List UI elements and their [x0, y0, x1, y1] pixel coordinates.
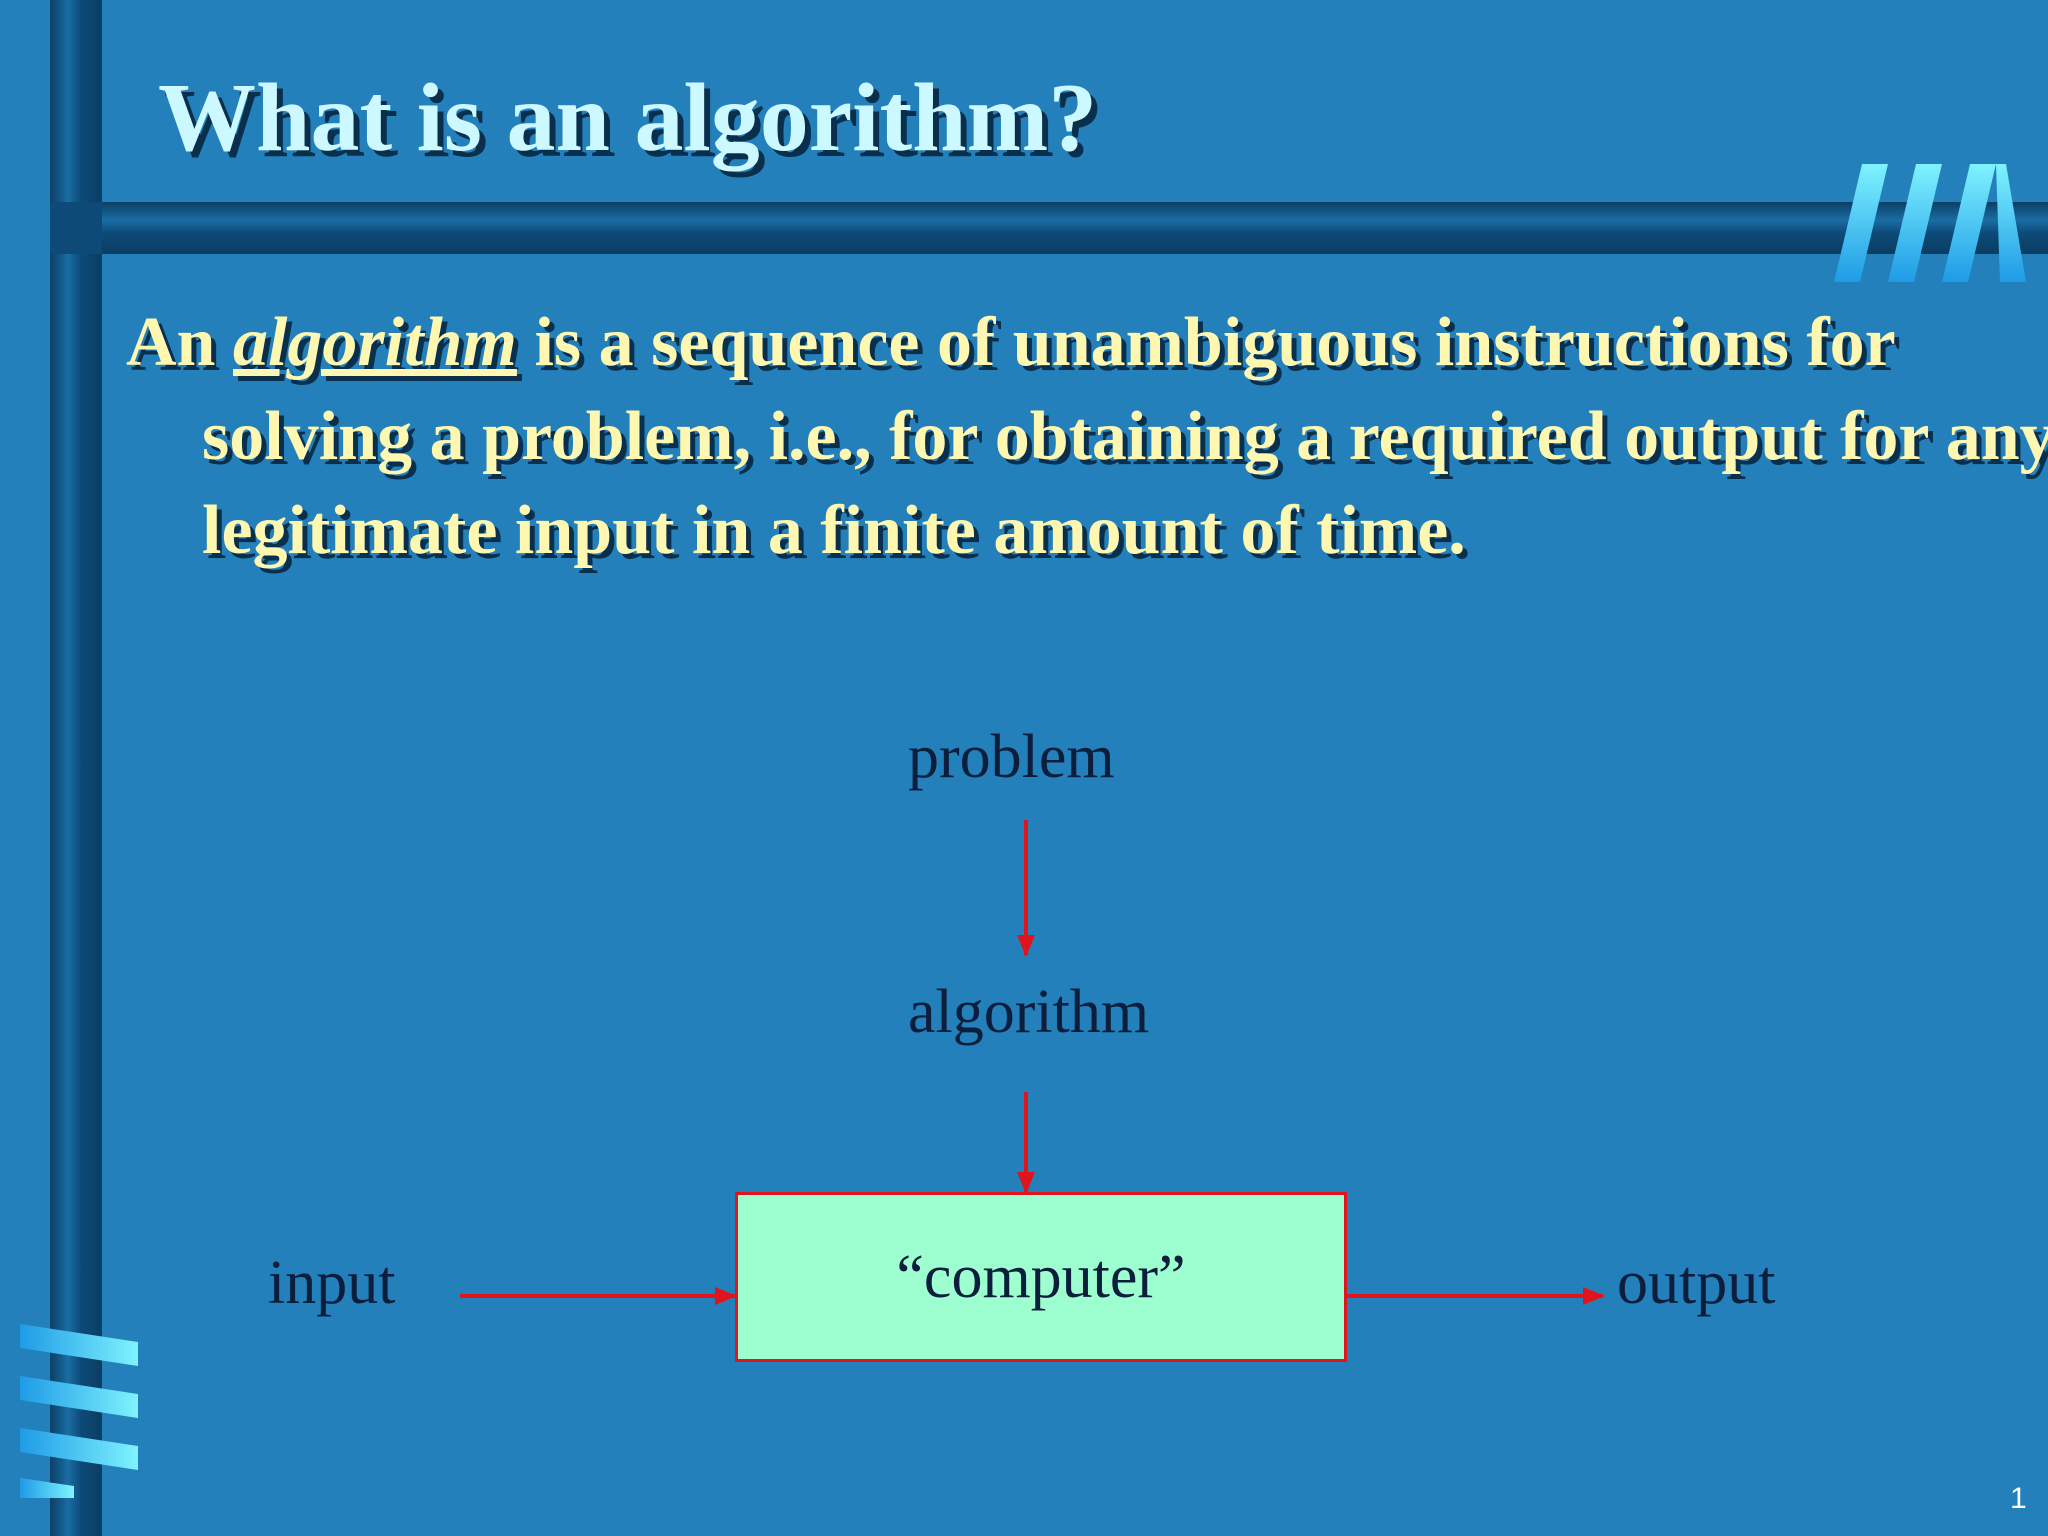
definition-rest: is a sequence of unambiguous instruction… — [202, 304, 2048, 569]
top-right-logo-icon — [1834, 164, 2026, 282]
bar-junction — [50, 202, 102, 254]
computer-label: “computer” — [896, 1242, 1186, 1311]
bottom-left-logo-icon — [20, 1324, 138, 1498]
diagram-label-algorithm: algorithm — [908, 978, 1150, 1046]
computer-box: “computer” — [735, 1192, 1347, 1362]
vertical-decor-bar — [50, 0, 102, 1536]
horizontal-decor-bar — [76, 202, 2048, 254]
page-number: 1 — [2010, 1482, 2027, 1515]
definition-prefix: An — [126, 304, 233, 381]
diagram-label-input: input — [268, 1249, 396, 1317]
diagram-label-output: output — [1617, 1249, 1776, 1317]
definition-term: algorithm — [232, 304, 517, 381]
diagram-label-problem: problem — [908, 723, 1115, 791]
algorithm-definition: An algorithm is a sequence of unambiguou… — [126, 296, 2048, 578]
slide-title: What is an algorithm? — [158, 64, 1098, 172]
